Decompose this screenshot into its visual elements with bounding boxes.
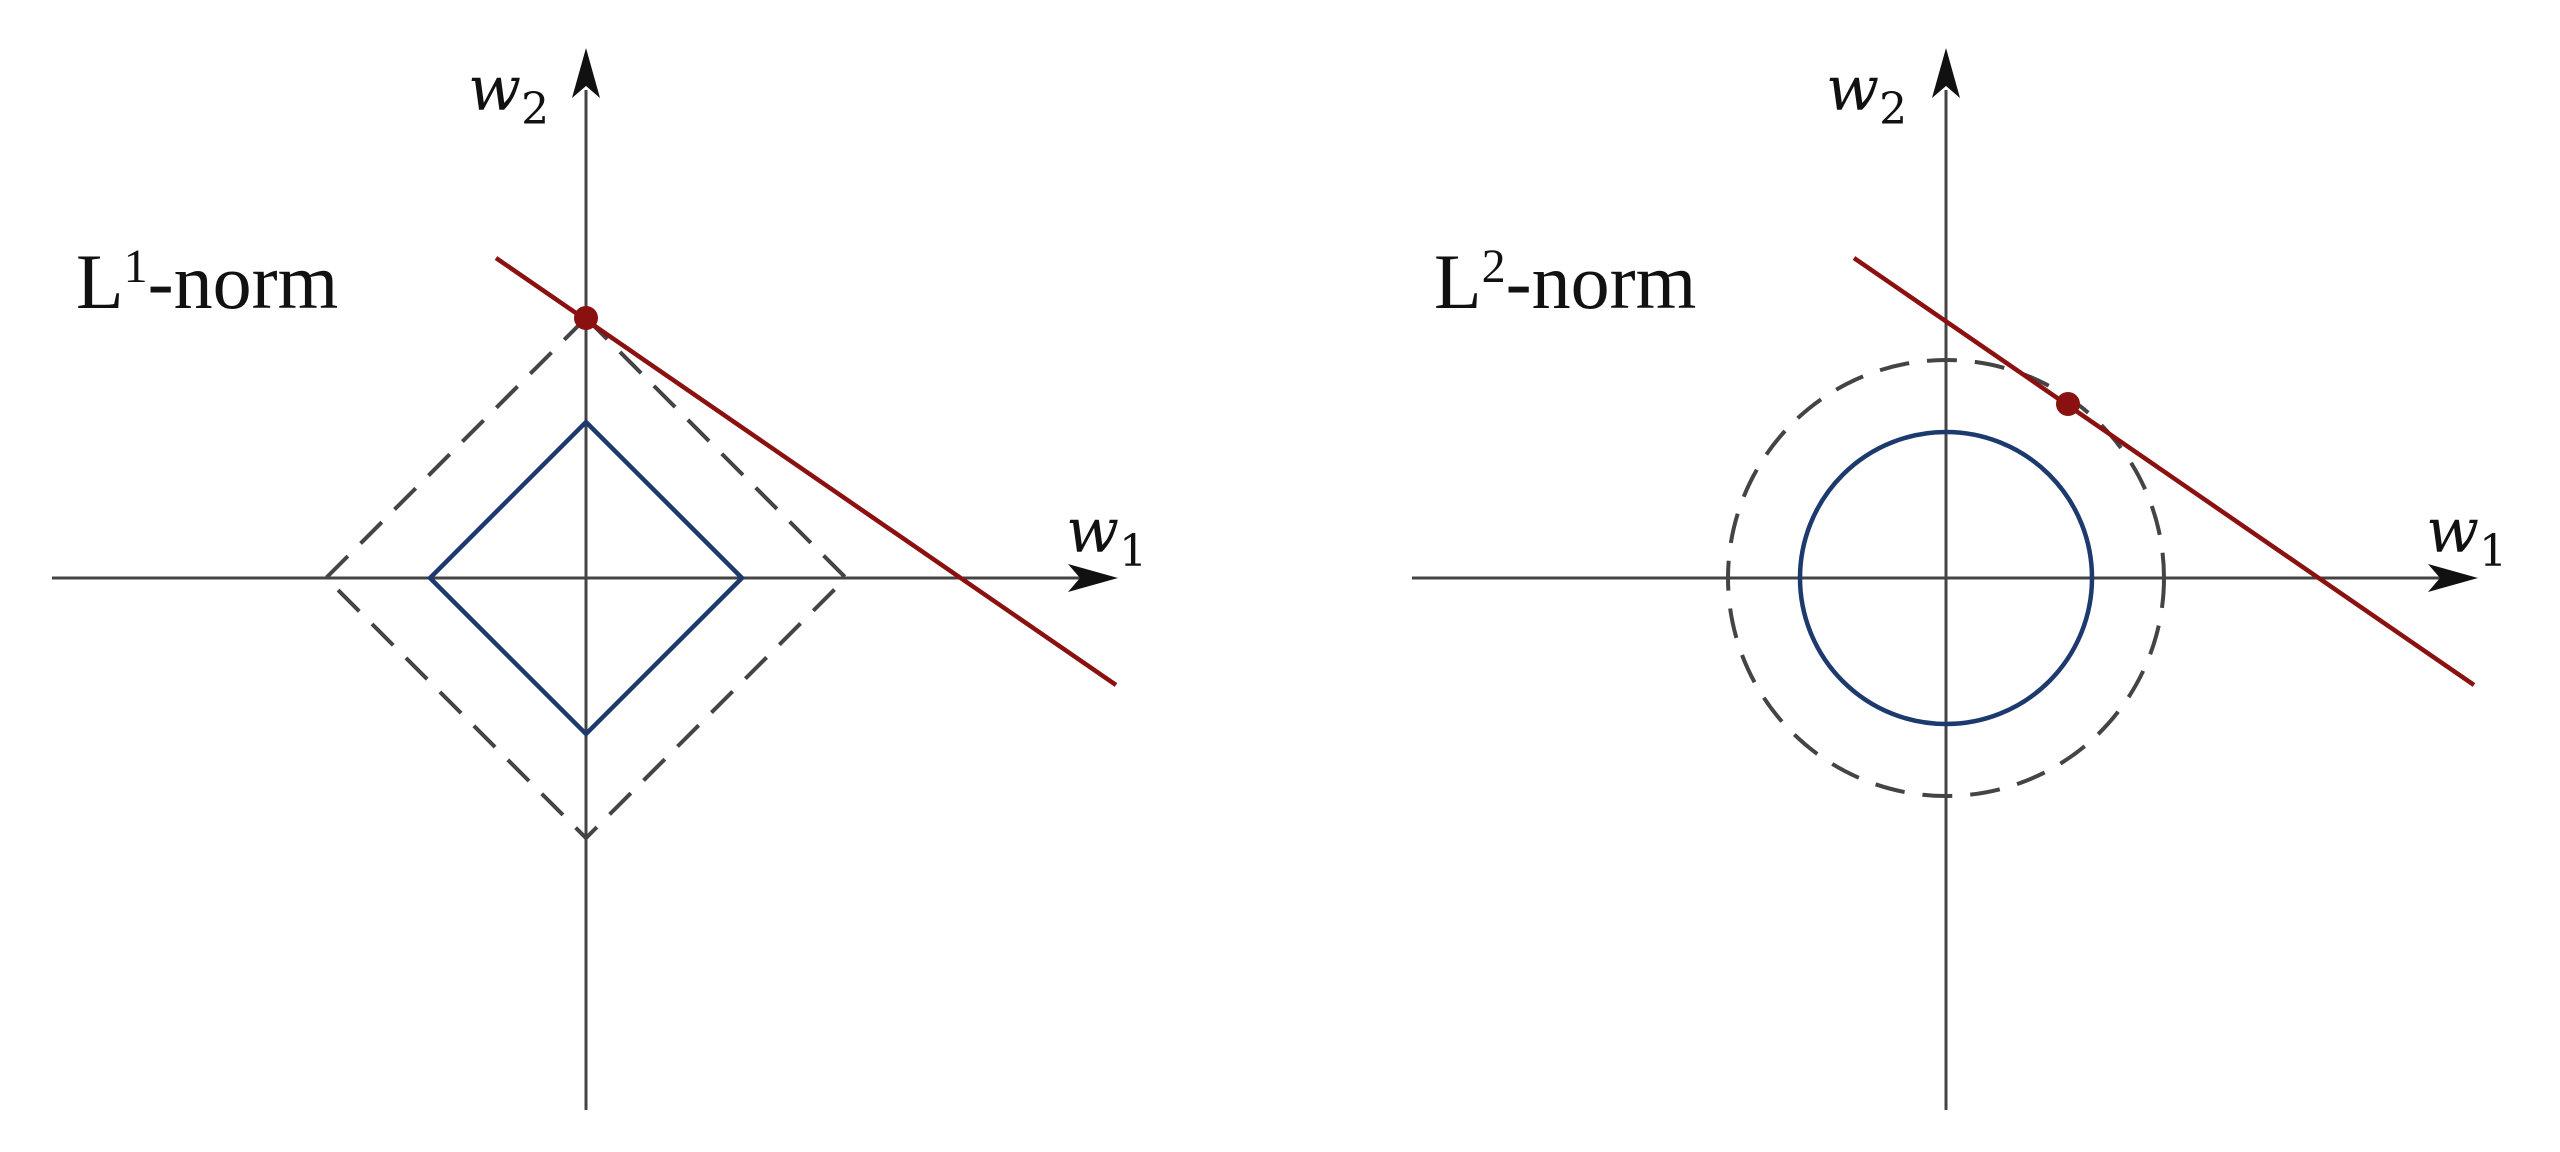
l1-y-axis-subscript: 2 xyxy=(521,84,549,135)
l1-x-axis-subscript: 1 xyxy=(1119,526,1147,577)
l2-norm-title: L2-norm xyxy=(1434,238,1696,325)
l1-norm-superscript: 1 xyxy=(124,240,148,293)
l2-tangent-point xyxy=(2056,392,2080,416)
l1-dashed-diamond xyxy=(323,315,849,841)
l1-tangent-point xyxy=(574,306,598,330)
l2-dashed-circle xyxy=(1726,358,2166,798)
l2-panel: w2 w1 L2-norm xyxy=(1412,48,2507,1110)
l1-x-axis-label: w1 xyxy=(1066,494,1147,577)
l2-constraint-line xyxy=(1852,256,2476,687)
l2-solid-circle xyxy=(1797,429,2095,727)
l2-x-axis-subscript: 1 xyxy=(2479,526,2507,577)
l1-norm-title: L1-norm xyxy=(76,238,338,325)
l2-y-axis-arrow xyxy=(1932,48,1960,98)
l2-y-axis-subscript: 2 xyxy=(1879,84,1907,135)
l2-x-axis-arrow xyxy=(2428,564,2478,592)
l1-y-axis-label: w2 xyxy=(468,52,549,135)
l1-x-axis-arrow xyxy=(1068,564,1118,592)
l1-constraint-line xyxy=(494,256,1118,687)
l1-solid-diamond xyxy=(426,418,746,738)
l2-y-axis-label: w2 xyxy=(1826,52,1907,135)
l2-norm-superscript: 2 xyxy=(1482,240,1506,293)
l1-y-axis-arrow xyxy=(572,48,600,98)
l1-panel: w2 w1 L1-norm xyxy=(52,48,1147,1110)
l2-x-axis-label: w1 xyxy=(2426,494,2507,577)
